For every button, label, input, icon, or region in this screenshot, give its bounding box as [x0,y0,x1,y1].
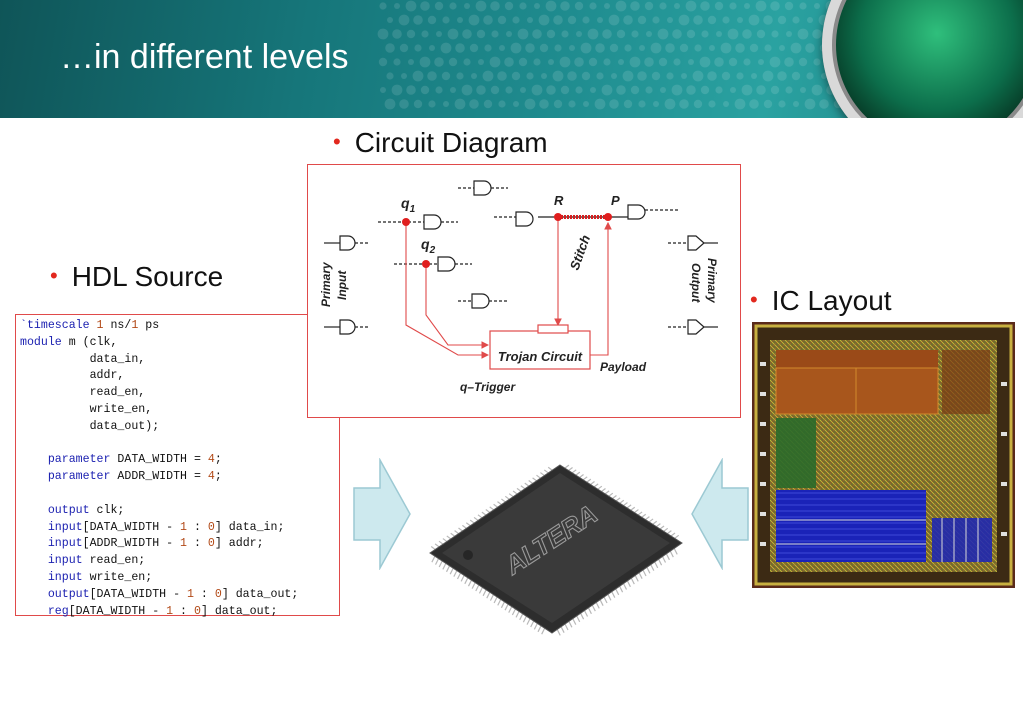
code-line: reg[DATA_WIDTH - 1 : 0] data_out; [47,604,278,618]
and-gate-icon [423,214,458,230]
bullet-circuit-diagram: • Circuit Diagram [333,127,548,159]
code-line: module m (clk, [20,335,118,349]
ic-layout-image [752,322,1015,588]
code-line: parameter ADDR_WIDTH = 4; [47,470,222,484]
input-buffer-icon [324,319,370,335]
and-gate-icon [627,204,680,220]
hdl-code-block: `timescale 1 ns/1 ps module m (clk, data_… [16,315,339,623]
label-primary-input-2: Input [335,270,349,300]
and-gate-icon [458,180,508,196]
label-primary-output-2: Output [689,263,703,303]
bullet-label: HDL Source [71,261,224,292]
and-gate-icon [458,293,508,309]
trojan-circuit-box: Trojan Circuit [489,324,591,370]
and-gate-icon [437,256,472,272]
code-line [20,436,335,453]
label-payload: Payload [600,360,647,374]
and-gate-icon [494,211,534,227]
right-arrow-icon [353,458,411,570]
hdl-source-panel: `timescale 1 ns/1 ps module m (clk, data_… [15,314,340,618]
code-line: data_in, [20,352,146,366]
left-arrow-icon [691,458,749,570]
code-line: write_en, [20,402,153,416]
label-q2: q2 [421,236,436,256]
bullet-dot-icon: • [333,129,341,154]
bullet-dot-icon: • [750,287,758,312]
code-line: input[DATA_WIDTH - 1 : 0] data_in; [47,520,285,534]
code-line: input write_en; [47,570,153,584]
code-line: data_out); [20,419,160,433]
code-line [20,486,335,503]
circuit-diagram: Trojan Circuit q1 q2 R P Payload q–Trigg… [319,180,719,394]
bullet-hdl-source: • HDL Source [50,261,223,293]
label-primary-input-1: Primary [319,261,333,307]
label-stitch: Stitch [567,233,593,272]
code-line: input[ADDR_WIDTH - 1 : 0] addr; [47,537,264,551]
slide-title: …in different levels [60,38,349,76]
bullet-dot-icon: • [50,263,58,288]
altera-chip-image: ALTERA [429,464,683,636]
label-q-trigger: q–Trigger [460,380,516,394]
output-buffer-icon [668,235,718,251]
bullet-label: Circuit Diagram [354,127,548,158]
green-orb-logo [822,0,1023,118]
input-buffer-icon [324,235,370,251]
node-p [604,213,612,221]
code-line: read_en, [20,386,146,400]
code-line: parameter DATA_WIDTH = 4; [47,453,222,467]
bullet-ic-layout: • IC Layout [750,285,892,317]
circuit-diagram-panel: Trojan Circuit q1 q2 R P Payload q–Trigg… [307,164,741,418]
code-line: output clk; [47,503,125,517]
code-line: addr, [20,369,125,383]
node-q2 [422,260,430,268]
label-r: R [554,193,564,208]
output-buffer-icon [668,319,718,335]
node-q1 [402,218,410,226]
label-primary-output-1: Primary [705,258,719,304]
node-r [554,213,562,221]
code-line: output[DATA_WIDTH - 1 : 0] data_out; [47,587,299,601]
banner-dot-pattern [377,0,844,110]
title-banner: …in different levels [0,0,1023,118]
bullet-label: IC Layout [771,285,892,316]
label-q1: q1 [401,195,416,215]
trojan-circuit-label: Trojan Circuit [498,349,583,364]
code-line: input read_en; [47,554,146,568]
label-p: P [611,193,620,208]
code-line: `timescale 1 ns/1 ps [20,319,160,332]
